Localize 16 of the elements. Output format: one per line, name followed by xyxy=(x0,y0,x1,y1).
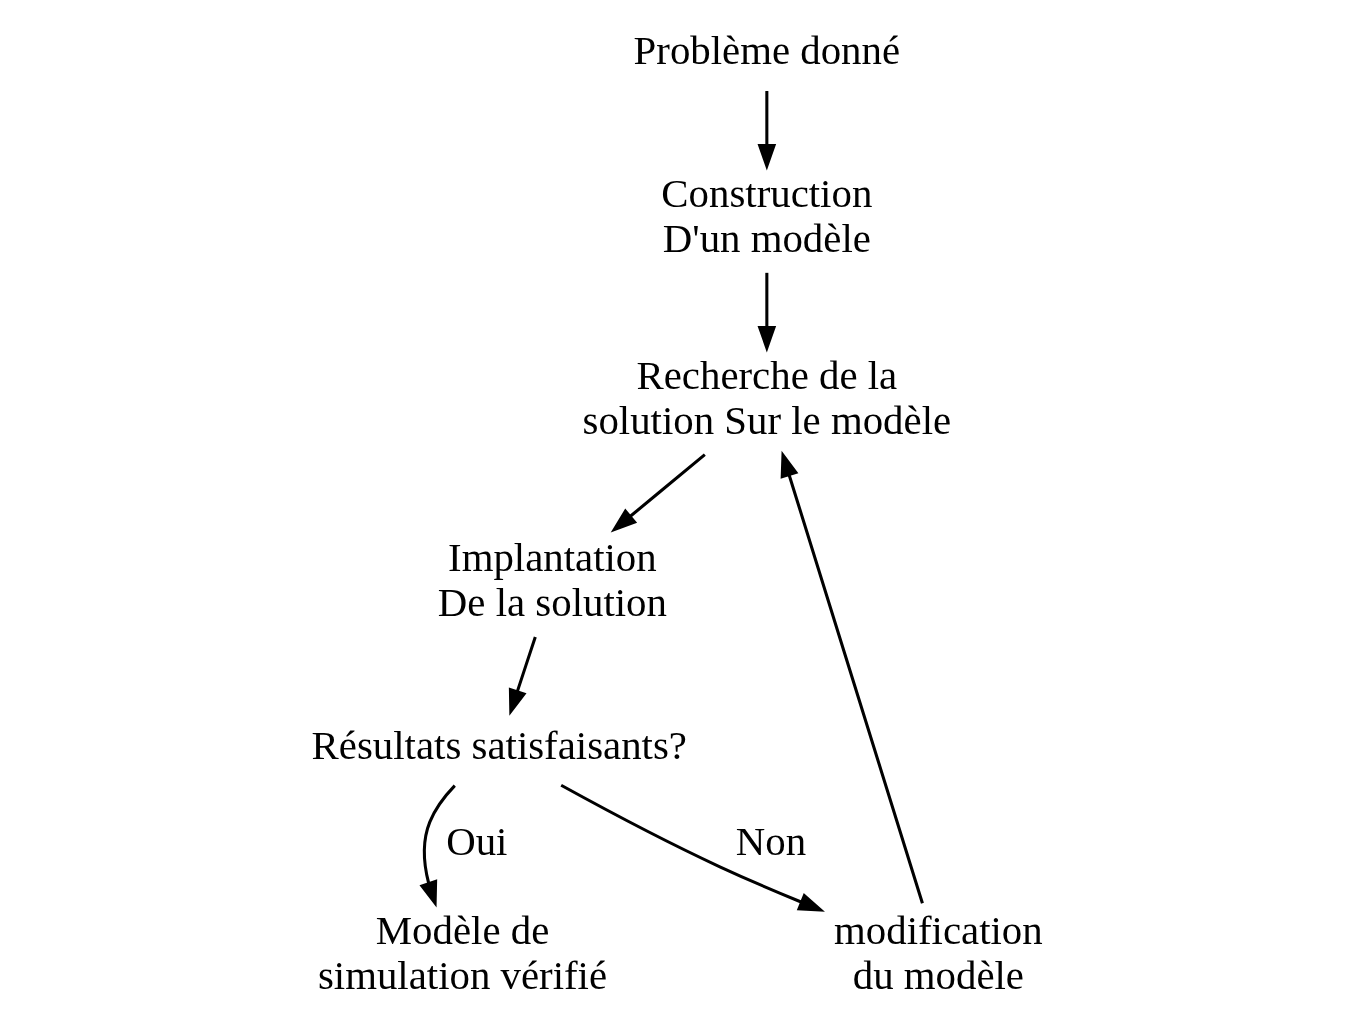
edge-label: Non xyxy=(735,818,806,864)
arrow xyxy=(780,450,924,904)
arrow xyxy=(508,635,537,716)
arrow xyxy=(559,783,825,912)
node-text: modification du modèle xyxy=(833,907,1043,998)
node-text: Résultats satisfaisants? xyxy=(311,722,687,768)
node-text: Modèle de simulation vérifié xyxy=(317,907,607,998)
arrow xyxy=(418,784,456,908)
node-text: Problème donné xyxy=(633,27,900,73)
node-text: Implantation De la solution xyxy=(437,534,667,625)
node-text: Recherche de la solution Sur le modèle xyxy=(582,352,951,443)
node-text: Construction D'un modèle xyxy=(660,170,872,261)
arrow xyxy=(757,272,776,352)
edge-label: Oui xyxy=(445,818,507,864)
arrow xyxy=(610,452,706,533)
arrow xyxy=(757,90,776,170)
